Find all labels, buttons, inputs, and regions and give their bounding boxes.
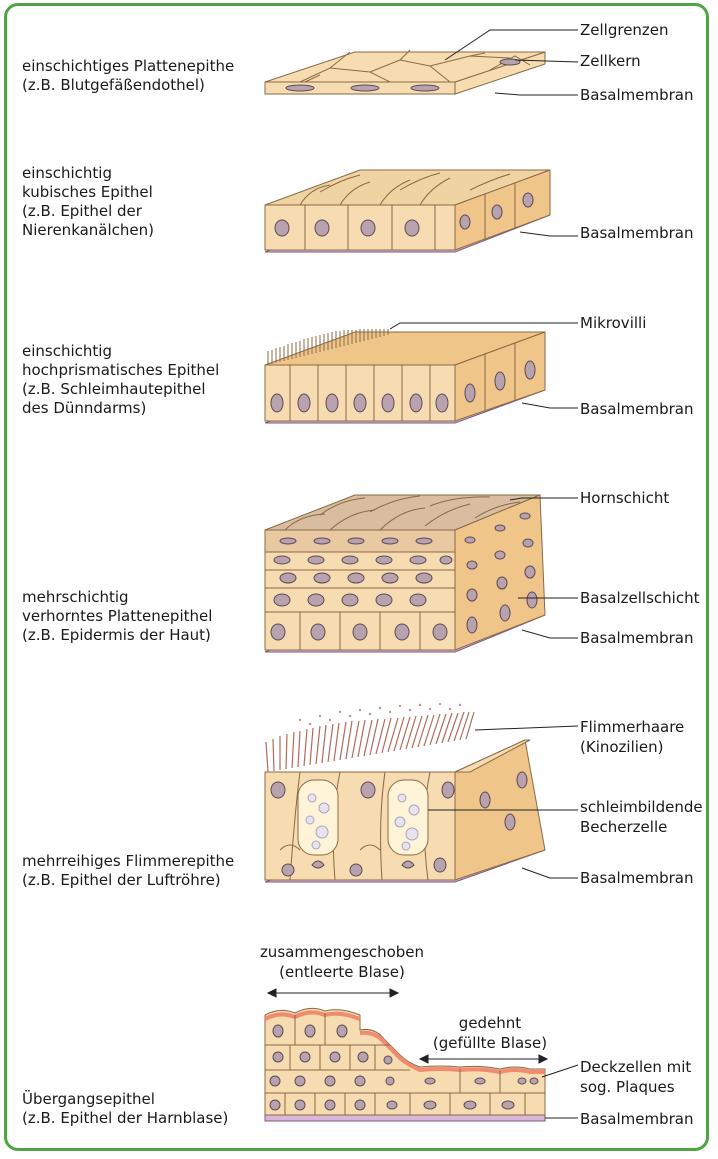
label-mikrovilli: Mikrovilli <box>580 314 646 333</box>
desc-transitional: Übergangsepithel (z.B. Epithel der Harnb… <box>22 1090 228 1128</box>
label-basalmembran-6: Basalmembran <box>580 1110 694 1129</box>
label-schleimbildende: schleimbildende <box>580 798 703 817</box>
label-basalmembran-5: Basalmembran <box>580 869 694 888</box>
simple-squamous-illustration <box>260 20 560 105</box>
desc-line: mehrschichtig <box>22 588 212 607</box>
label-basalmembran-3: Basalmembran <box>580 400 694 419</box>
stratified-keratinized-illustration <box>260 480 580 660</box>
desc-line: kubisches Epithel <box>22 183 154 202</box>
transitional-illustration <box>260 985 580 1125</box>
desc-line: (z.B. Schleimhautepithel <box>22 380 219 399</box>
desc-line: (z.B. Epithel der Luftröhre) <box>22 871 234 890</box>
desc-line: (z.B. Epidermis der Haut) <box>22 626 212 645</box>
desc-line: verhorntes Plattenepithel <box>22 607 212 626</box>
label-deckzellen-mit: Deckzellen mit <box>580 1058 691 1077</box>
label-becherzelle: Becherzelle <box>580 818 667 837</box>
simple-cuboidal-illustration <box>260 160 580 260</box>
label-basalmembran-4: Basalmembran <box>580 629 694 648</box>
label-sog-plaques: sog. Plaques <box>580 1078 675 1097</box>
desc-line: einschichtig <box>22 342 219 361</box>
label-basalmembran-2: Basalmembran <box>580 224 694 243</box>
desc-line: hochprismatisches Epithel <box>22 361 219 380</box>
desc-line: (z.B. Blutgefäßendothel) <box>22 76 234 95</box>
desc-line: Übergangsepithel <box>22 1090 228 1109</box>
desc-line: Nierenkanälchen) <box>22 221 154 240</box>
desc-simple-columnar: einschichtig hochprismatisches Epithel (… <box>22 342 219 418</box>
label-basalzellschicht: Basalzellschicht <box>580 589 699 608</box>
label-basalmembran-1: Basalmembran <box>580 86 694 105</box>
desc-line: (z.B. Epithel der Harnblase) <box>22 1109 228 1128</box>
simple-columnar-illustration <box>260 315 580 427</box>
desc-line: (z.B. Epithel der <box>22 202 154 221</box>
label-flimmerhaare: Flimmerhaare <box>580 718 684 737</box>
desc-pseudostratified-ciliated: mehrreihiges Flimmerepithe (z.B. Epithel… <box>22 852 234 890</box>
label-hornschicht: Hornschicht <box>580 489 669 508</box>
label-kinozilien: (Kinozilien) <box>580 738 664 757</box>
desc-line: mehrreihiges Flimmerepithe <box>22 852 234 871</box>
annotation-zusammengeschoben: zusammengeschoben <box>252 943 432 962</box>
desc-simple-cuboidal: einschichtig kubisches Epithel (z.B. Epi… <box>22 164 154 240</box>
annotation-entleerte-blase: (entleerte Blase) <box>252 963 432 982</box>
label-zellgrenzen: Zellgrenzen <box>580 21 669 40</box>
desc-simple-squamous: einschichtiges Plattenepithe (z.B. Blutg… <box>22 57 234 95</box>
label-zellkern: Zellkern <box>580 52 641 71</box>
desc-stratified-keratinized: mehrschichtig verhorntes Plattenepithel … <box>22 588 212 645</box>
desc-line: einschichtig <box>22 164 154 183</box>
pseudostratified-ciliated-illustration <box>260 700 580 890</box>
desc-line: des Dünndarms) <box>22 399 219 418</box>
desc-line: einschichtiges Plattenepithe <box>22 57 234 76</box>
